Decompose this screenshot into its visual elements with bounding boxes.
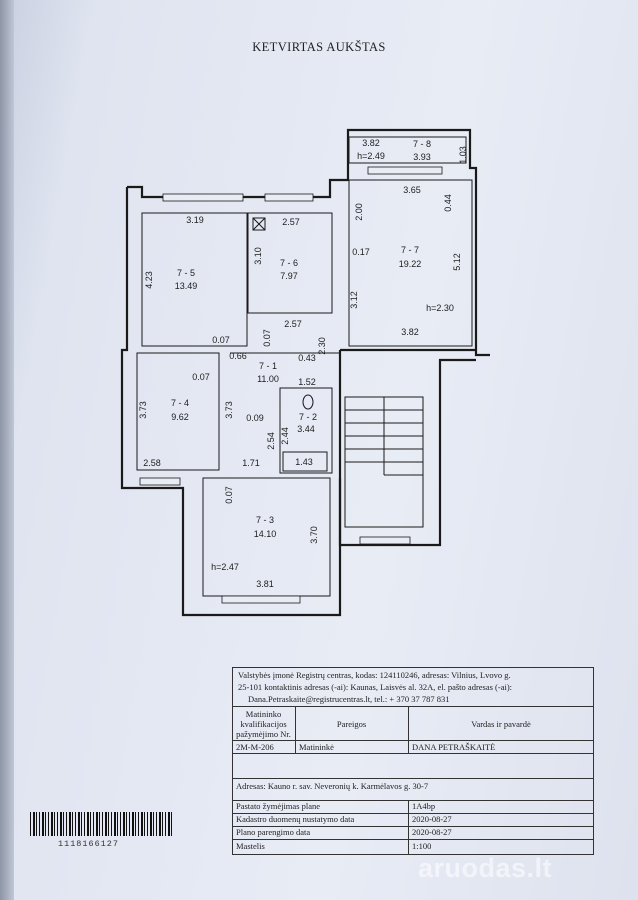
col-header-cert: kvalifikacijos [240,719,287,729]
dimension: 0.07 [224,486,234,504]
barcode-number: 1118166127 [58,839,120,849]
dimension: 5.12 [452,253,462,271]
dimension: 2.58 [143,458,161,468]
row-label: Pastato žymėjimas plane [236,801,321,811]
dimension-labels: 3.19 2.57 4.23 3.10 0.07 2.57 0.07 0.66 … [138,138,468,589]
dimension: 0.17 [352,247,370,257]
room-id: 7 - 4 [171,398,189,408]
toilet-icon [302,394,314,410]
row-value: 2020-08-27 [412,827,452,837]
dimension: h=2.30 [426,303,454,313]
row-value: 2020-08-27 [412,814,452,824]
dimension: 0.07 [192,372,210,382]
windows [139,166,443,604]
room-id: 7 - 1 [259,361,277,371]
room-id: 7 - 3 [256,515,274,525]
dimension: 0.43 [298,353,316,363]
room-id: 7 - 2 [299,412,317,422]
room-id: 7 - 7 [401,245,419,255]
room-area: 11.00 [257,374,279,384]
dimension: 0.66 [229,351,247,361]
dimension: 3.82 [362,138,380,148]
stairwell [344,396,424,528]
org-text-line: Dana.Petraskaite@registrucentras.lt, tel… [248,694,450,704]
dimension: 0.44 [443,194,453,212]
org-text-line: 25-101 kontaktinis adresas (-ai): Kaunas… [238,682,513,692]
title-block: Valstybės įmonė Registrų centras, kodas:… [232,667,594,855]
col-header-position: Pareigos [336,719,367,729]
dimension: 0.09 [246,413,264,423]
floor-plan: 7 - 5 13.49 7 - 6 7.97 7 - 7 19.22 7 - 8… [120,128,490,617]
outer-walls [120,128,490,617]
dimension: 0.07 [262,329,272,347]
cert-number: 2M-M-206 [236,742,274,752]
room-area: 13.49 [175,281,198,291]
row-label: Kadastro duomenų nustatymo data [236,814,355,824]
dimension: h=2.47 [211,562,239,572]
col-header-name: Vardas ir pavardė [471,719,531,729]
room-area: 3.44 [297,424,315,434]
dimension: 3.10 [253,247,263,265]
col-header-cert: pažymėjimo Nr. [236,729,291,739]
watermark: aruodas.lt [418,853,553,883]
dimension: 2.57 [284,319,302,329]
dimension: 3.81 [256,579,274,589]
dimension: h=2.49 [357,151,385,161]
room-labels: 7 - 5 13.49 7 - 6 7.97 7 - 7 19.22 7 - 8… [171,139,431,539]
room-area: 19.22 [399,259,422,269]
inner-walls [136,136,473,597]
dimension: 3.70 [309,526,319,544]
dimension: 4.23 [144,271,154,289]
dimension: 3.12 [349,291,359,309]
room-area: 7.97 [280,271,298,281]
address: Adresas: Kauno r. sav. Neveronių k. Karm… [236,781,429,791]
room-area: 9.62 [171,412,189,422]
row-value: 1A4bp [412,801,436,811]
dimension: 3.82 [401,327,419,337]
dimension: 1.71 [242,458,260,468]
org-text-line: Valstybės įmonė Registrų centras, kodas:… [238,670,511,680]
surveyor-position: Matininkė [299,742,334,752]
dimension: 2.44 [280,427,290,445]
barcode [30,812,172,836]
dimension: 1.43 [295,457,313,467]
col-header-cert: Matininko [245,709,282,719]
room-area: 3.93 [413,152,431,162]
dimension: 1.03 [458,146,468,164]
ventilation-icon [252,217,266,231]
dimension: 2.57 [282,217,300,227]
dimension: 0.07 [212,335,230,345]
dimension: 3.65 [403,185,421,195]
page-fold-edge [0,0,14,900]
room-id: 7 - 6 [280,258,298,268]
row-label: Mastelis [236,841,265,851]
row-value: 1:100 [412,841,432,851]
room-id: 7 - 8 [413,139,431,149]
room-id: 7 - 5 [177,268,195,278]
dimension: 1.52 [298,377,316,387]
dimension: 3.73 [138,401,148,419]
surveyor-name: DANA PETRAŠKAITĖ [412,742,496,752]
row-label: Plano parengimo data [236,827,311,837]
dimension: 3.73 [224,401,234,419]
dimension: 2.30 [317,337,327,355]
room-area: 14.10 [254,529,277,539]
bathroom-fixtures [252,217,314,410]
dimension: 2.00 [354,203,364,221]
floor-title: KETVIRTAS AUKŠTAS [252,40,386,54]
dimension: 2.54 [266,432,276,450]
dimension: 3.19 [186,215,204,225]
